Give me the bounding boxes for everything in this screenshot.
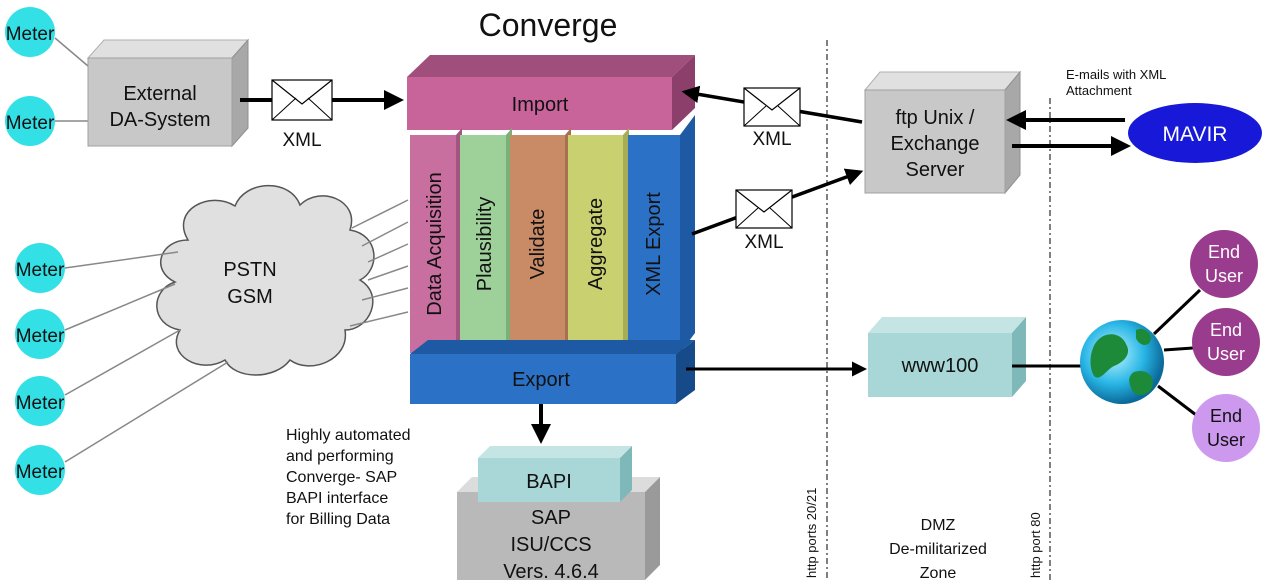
module-aggregate: Aggregate bbox=[568, 128, 629, 353]
module-plausibility-label: Plausibility bbox=[474, 197, 496, 291]
emails-note-line-2: Attachment bbox=[1066, 83, 1132, 98]
meter-1-label: Meter bbox=[6, 24, 55, 45]
end-user-2-line-2: User bbox=[1207, 344, 1245, 364]
cloud-link-2 bbox=[361, 221, 409, 247]
meter-4-label: Meter bbox=[16, 326, 65, 347]
xml-label-external: XML bbox=[282, 130, 321, 151]
module-aggregate-label: Aggregate bbox=[585, 198, 607, 290]
xml-label-import: XML bbox=[752, 129, 791, 150]
port-80-label: http port 80 bbox=[1028, 512, 1043, 578]
dmz-line-1: DMZ bbox=[921, 517, 956, 534]
envelope-icon bbox=[271, 79, 333, 121]
cloud-link-3 bbox=[367, 243, 409, 263]
envelope-icon-import bbox=[743, 87, 801, 127]
meter-5-label: Meter bbox=[16, 393, 65, 414]
module-plausibility: Plausibility bbox=[460, 128, 512, 353]
end-user-1: End User bbox=[1190, 230, 1258, 298]
end-user-3: End User bbox=[1192, 394, 1260, 462]
import-label: Import bbox=[512, 94, 569, 116]
meter-1-link bbox=[54, 37, 89, 67]
cloud-line-1: PSTN bbox=[223, 259, 276, 281]
envelope-icon-export bbox=[735, 189, 793, 229]
end-user-3-line-1: End bbox=[1210, 406, 1242, 426]
pstn-gsm-cloud: PSTN GSM bbox=[156, 184, 375, 376]
globe-to-user-3 bbox=[1157, 384, 1201, 420]
www100-server: www100 bbox=[868, 317, 1026, 397]
www100-label: www100 bbox=[901, 355, 979, 377]
meter-3-label: Meter bbox=[16, 260, 65, 281]
cloud-link-5 bbox=[361, 287, 409, 301]
cloud-line-2: GSM bbox=[227, 286, 273, 308]
port-20-21-label: http ports 20/21 bbox=[804, 488, 819, 578]
meter-3: Meter bbox=[15, 243, 65, 293]
meter-6: Meter bbox=[15, 445, 65, 495]
module-data-acquisition-label: Data Acquisition bbox=[424, 172, 446, 315]
meter-2: Meter bbox=[5, 96, 55, 146]
meter-2-label: Meter bbox=[6, 113, 55, 134]
module-xml-export-label: XML Export bbox=[643, 192, 665, 296]
module-xml-export: XML Export bbox=[628, 115, 695, 353]
bapi-box: BAPI bbox=[478, 446, 632, 502]
sap-line-2: ISU/CCS bbox=[510, 534, 591, 556]
module-validate: Validate bbox=[510, 128, 571, 353]
end-user-1-line-1: End bbox=[1208, 242, 1240, 262]
end-user-2-line-1: End bbox=[1210, 320, 1242, 340]
ftp-server-line-3: Server bbox=[906, 159, 965, 181]
end-user-3-line-2: User bbox=[1207, 430, 1245, 450]
module-validate-label: Validate bbox=[527, 209, 549, 280]
xml-label-export: XML bbox=[744, 232, 783, 253]
dmz-line-3: Zone bbox=[920, 565, 957, 582]
meter-3-link bbox=[64, 251, 179, 269]
ftp-exchange-server: ftp Unix / Exchange Server bbox=[863, 70, 1022, 195]
external-system-line-1: External bbox=[123, 83, 196, 105]
meter-4: Meter bbox=[15, 309, 65, 359]
sap-note-line-1: Highly automated bbox=[286, 427, 411, 444]
ftp-server-line-2: Exchange bbox=[891, 133, 980, 155]
sap-note-line-3: Converge- SAP bbox=[286, 469, 397, 486]
cloud-link-6 bbox=[349, 311, 409, 327]
emails-note-line-1: E-mails with XML bbox=[1066, 67, 1166, 82]
meter-5: Meter bbox=[15, 376, 65, 426]
bapi-label: BAPI bbox=[526, 471, 572, 493]
import-block: Import bbox=[407, 55, 695, 130]
sap-line-3: Vers. 4.6.4 bbox=[503, 561, 599, 582]
diagram-title: Converge bbox=[479, 7, 618, 43]
ftp-server-line-1: ftp Unix / bbox=[896, 107, 975, 129]
mavir-label: MAVIR bbox=[1163, 123, 1228, 146]
meter-6-link bbox=[64, 361, 229, 463]
meter-4-link bbox=[64, 283, 176, 331]
module-data-acquisition: Data Acquisition bbox=[410, 128, 462, 353]
end-user-2: End User bbox=[1192, 308, 1260, 376]
export-label: Export bbox=[512, 369, 570, 391]
cloud-link-1 bbox=[351, 199, 409, 229]
sap-note-line-5: for Billing Data bbox=[286, 511, 390, 528]
dmz-line-2: De-militarized bbox=[889, 541, 987, 558]
export-block: Export bbox=[410, 340, 695, 404]
meter-1: Meter bbox=[5, 7, 55, 57]
globe-to-user-2 bbox=[1163, 346, 1194, 352]
end-user-1-line-2: User bbox=[1205, 266, 1243, 286]
meter-6-label: Meter bbox=[16, 462, 65, 483]
meter-5-link bbox=[64, 329, 181, 396]
globe-icon bbox=[1080, 320, 1164, 404]
external-da-system: External DA-System bbox=[86, 38, 250, 148]
cloud-link-4 bbox=[367, 265, 409, 281]
sap-note-line-4: BAPI interface bbox=[286, 490, 388, 507]
sap-note-line-2: and performing bbox=[286, 448, 394, 465]
external-system-line-2: DA-System bbox=[109, 109, 210, 131]
globe-to-user-1 bbox=[1152, 288, 1202, 336]
mavir-node: MAVIR bbox=[1128, 103, 1262, 163]
sap-line-1: SAP bbox=[531, 507, 571, 529]
